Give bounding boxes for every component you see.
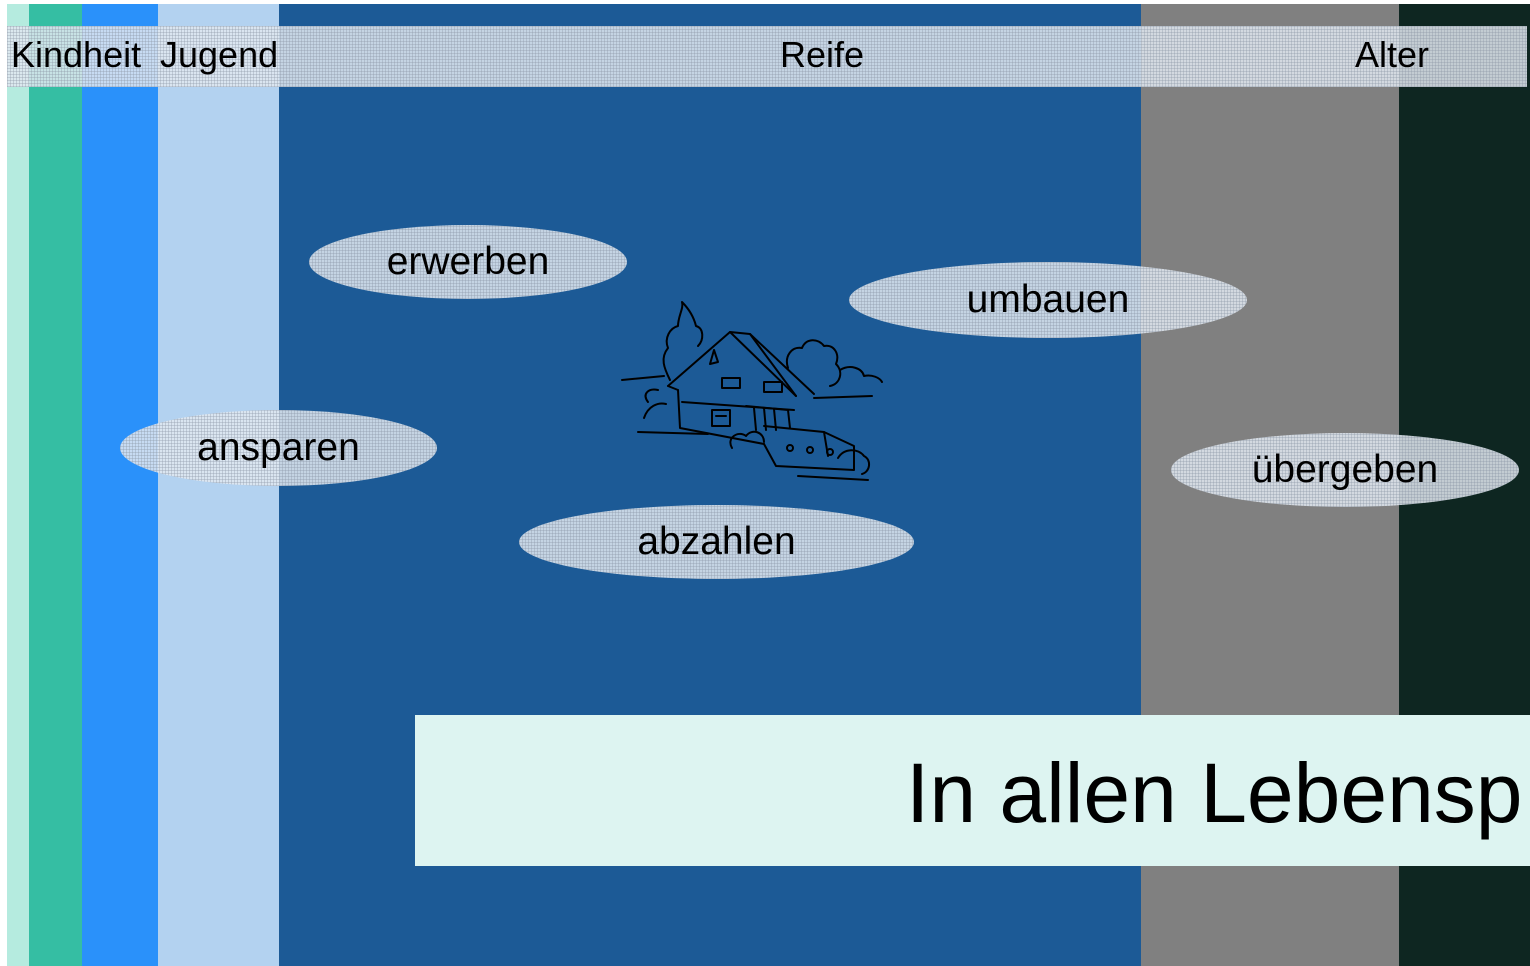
life-stage-band-kindheit-light [7,4,29,966]
bubble-label-erwerben: erwerben [386,240,550,283]
stage-label-reife: Reife [780,34,865,75]
bubble-ansparen: ansparen [120,410,437,486]
life-stage-header-bar: Kindheit Jugend Reife Alter [7,26,1527,87]
bubble-erwerben: erwerben [309,225,627,299]
title-box: In allen Lebensp [415,715,1530,866]
stage-label-kindheit: Kindheit [11,34,142,75]
page-title: In allen Lebensp [906,746,1523,840]
bubble-uebergeben: übergeben [1171,433,1519,507]
bubble-label-umbauen: umbauen [966,278,1130,321]
stage-label-alter: Alter [1355,34,1430,75]
bubble-label-abzahlen: abzahlen [637,520,796,563]
bubble-label-ansparen: ansparen [197,426,360,469]
life-stage-band-jugend-blue [82,4,158,966]
stage-label-jugend: Jugend [160,34,279,75]
life-stage-band-kindheit [29,4,82,966]
bubble-label-uebergeben: übergeben [1251,448,1439,491]
house-icon [621,301,883,481]
bubble-abzahlen: abzahlen [519,505,914,579]
bubble-umbauen: umbauen [849,262,1247,338]
